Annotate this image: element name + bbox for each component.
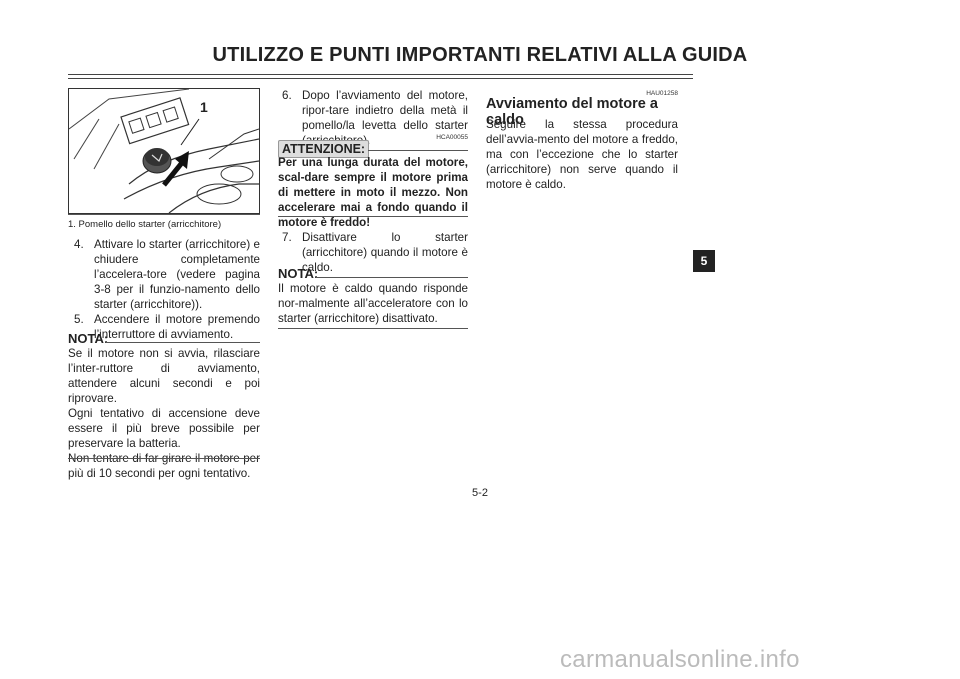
nota-body: Il motore è caldo quando risponde nor-ma… (278, 282, 468, 325)
nota-heading-rule (106, 342, 260, 343)
attention-heading: ATTENZIONE: (278, 140, 370, 158)
header-rule (68, 74, 693, 75)
attention-label: ATTENZIONE: (278, 140, 370, 158)
section-title: Avviamento del motore a caldo (486, 96, 658, 128)
step-text: Attivare lo starter (arricchitore) e chi… (94, 238, 260, 311)
starter-knob-illustration (69, 89, 259, 213)
left-steps: 4. Attivare lo starter (arricchitore) e … (74, 237, 260, 342)
list-item: 4. Attivare lo starter (arricchitore) e … (74, 237, 260, 312)
attention-text: Per una lunga durata del motore, scal-da… (278, 156, 468, 229)
section-tab: 5 (693, 250, 715, 272)
figure-caption: 1. Pomello dello starter (arricchitore) (68, 219, 222, 230)
nota-paragraph: Ogni tentativo di accensione deve essere… (68, 407, 260, 450)
section-code: HAU01258 (646, 90, 678, 97)
nota-heading-rule (316, 277, 468, 278)
watermark: carmanualsonline.info (560, 646, 800, 673)
step-text: Disattivare lo starter (arricchitore) qu… (302, 231, 468, 274)
nota-heading: NOTA: (278, 266, 319, 281)
nota-paragraph: Non tentare di far girare il motore per … (68, 452, 260, 480)
section-text: Seguire la stessa procedura dell’avvia-m… (486, 118, 678, 191)
starter-knob-figure: 1 (68, 88, 260, 214)
step-number: 7. (282, 231, 292, 244)
attention-heading-rule (368, 150, 468, 151)
nota-heading: NOTA: (68, 331, 109, 346)
step-text: Accendere il motore premendo l’interrutt… (94, 313, 260, 341)
nota-body: Se il motore non si avvia, rilasciare l’… (68, 346, 260, 481)
middle-step-7: 7. Disattivare lo starter (arricchitore)… (282, 230, 468, 275)
attention-end-rule (278, 216, 468, 217)
nota-end-rule (278, 328, 468, 329)
attention-code: HCA00055 (436, 134, 468, 141)
nota-end-rule (68, 458, 260, 459)
step-number: 4. (74, 238, 84, 251)
list-item: 5. Accendere il motore premendo l’interr… (74, 312, 260, 342)
header-rule-secondary (68, 78, 693, 79)
step-number: 6. (282, 89, 292, 102)
figure-callout: 1 (200, 99, 208, 115)
step-number: 5. (74, 313, 84, 326)
page-number: 5-2 (472, 487, 488, 499)
figure-bottom-rule (68, 214, 260, 215)
list-item: 7. Disattivare lo starter (arricchitore)… (282, 230, 468, 275)
page-title: UTILIZZO E PUNTI IMPORTANTI RELATIVI ALL… (212, 44, 748, 66)
nota-paragraph: Se il motore non si avvia, rilasciare l’… (68, 347, 260, 405)
